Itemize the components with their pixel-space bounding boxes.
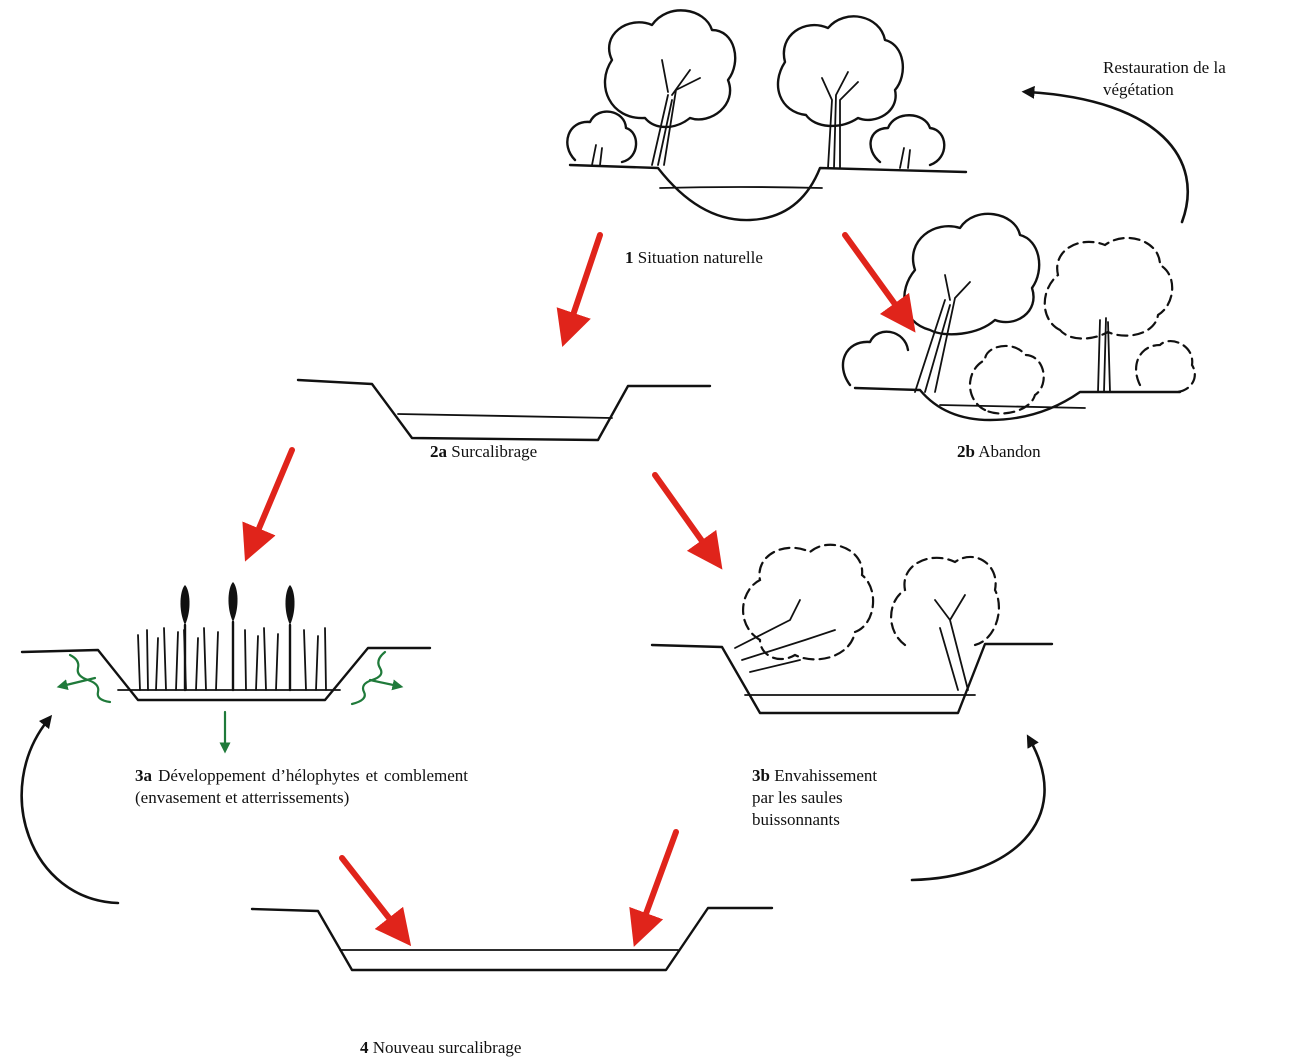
stage-4-text: Nouveau surcalibrage — [372, 1038, 522, 1057]
stage-2a-text: Surcalibrage — [451, 442, 538, 461]
restoration-label: Restauration de la végétation — [1103, 57, 1263, 101]
arrow-2a-to-3a — [242, 447, 295, 562]
stage-3b-number: 3b — [752, 766, 770, 785]
stage-3b-label: 3b Envahissement par les saules buissonn… — [752, 765, 892, 831]
arrow-4-to-3b — [910, 734, 1046, 882]
helophyte-development-sketch — [20, 582, 432, 754]
abandonment-sketch — [841, 212, 1196, 422]
stage-2b-number: 2b — [957, 442, 975, 461]
overcalibration-sketch — [296, 378, 712, 442]
arrow-1-to-2a — [556, 232, 603, 348]
stage-2a-number: 2a — [430, 442, 447, 461]
stage-1-number: 1 — [625, 248, 634, 267]
stage-3a-number: 3a — [135, 766, 152, 785]
stage-1-label: 1 Situation naturelle — [625, 247, 865, 269]
willow-invasion-sketch — [650, 543, 1054, 715]
stage-2a-label: 2a Surcalibrage — [430, 441, 630, 463]
stage-1-text: Situation naturelle — [637, 248, 763, 267]
cycle-arrows — [20, 85, 1190, 905]
arrow-3b-to-4 — [629, 829, 679, 947]
stage-2b-label: 2b Abandon — [957, 441, 1117, 463]
new-overcalibration-sketch — [250, 906, 774, 972]
arrow-2a-to-3b — [652, 472, 723, 570]
transition-arrows — [242, 232, 916, 947]
stage-2b-text: Abandon — [978, 442, 1041, 461]
natural-situation-sketch — [566, 9, 968, 222]
stage-3a-text: Développement d’hélophytes et comblement… — [135, 766, 468, 807]
stage-3b-text: Envahissement par les saules buissonnant… — [752, 766, 878, 829]
stage-4-label: 4 Nouveau surcalibrage — [360, 1037, 620, 1059]
arrow-restoration — [1021, 85, 1190, 224]
arrow-1-to-2b — [842, 232, 916, 333]
stage-4-number: 4 — [360, 1038, 369, 1057]
arrow-3a-to-4 — [339, 855, 412, 947]
restoration-text: Restauration de la végétation — [1103, 58, 1226, 99]
stage-3a-label: 3a Développement d’hélophytes et comblem… — [135, 765, 468, 809]
arrow-4-to-3a — [20, 714, 120, 905]
